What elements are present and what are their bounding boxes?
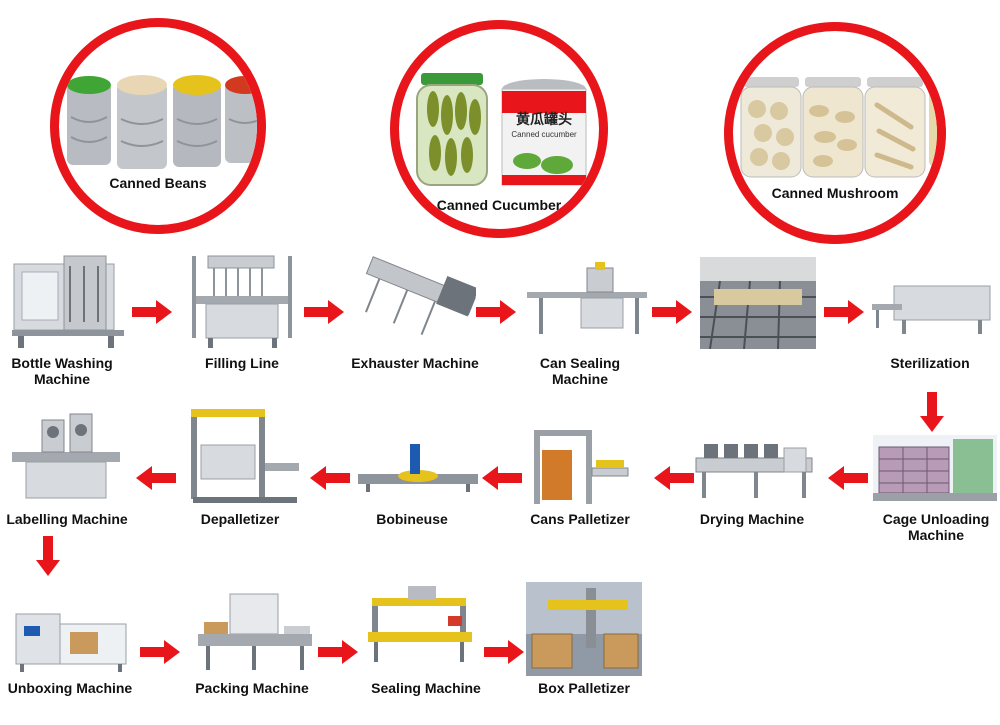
can-sealing-machine-image [527, 262, 647, 334]
sealing-machine-image [368, 586, 472, 662]
canned-beans-image [67, 75, 257, 169]
jar-sublabel-text: Canned cucumber [511, 130, 577, 139]
arrow-washing-to-filling [132, 300, 172, 324]
arrow-drying-to-cans-palletizer [654, 466, 694, 490]
canned-mushroom-image [740, 77, 937, 178]
step-label-unboxing: Unboxing Machine [7, 680, 133, 696]
step-label-cans-palletizer: Cans Palletizer [530, 511, 630, 527]
unboxing-machine-image [15, 613, 127, 672]
product-circle-cucumber: 黄瓜罐头 Canned cucumber Canned Cucumber [390, 20, 608, 238]
step-label-depalletizer: Depalletizer [200, 511, 280, 527]
step-label-labelling: Labelling Machine [6, 511, 128, 527]
arrow-photo-to-sterilization [824, 300, 864, 324]
step-label-bobineuse: Bobineuse [376, 511, 448, 527]
arrow-depalletizer-to-labelling [136, 466, 176, 490]
bottle-washing-machine-image [12, 255, 124, 348]
sterilization-cage-photo [700, 257, 816, 349]
step-label-filling-line: Filling Line [205, 355, 279, 371]
arrow-unboxing-to-packing [140, 640, 180, 664]
arrow-sealing-to-box-palletizer [484, 640, 524, 664]
box-palletizer-image [526, 582, 642, 676]
arrow-labelling-to-unboxing [36, 536, 60, 576]
step-label-sterilization: Sterilization [890, 355, 970, 371]
arrow-sterilization-to-cage [920, 392, 944, 432]
product-circle-mushroom: Canned Mushroom [724, 22, 946, 244]
canned-cucumber-image: 黄瓜罐头 Canned cucumber [416, 73, 587, 186]
product-label-cucumber: Canned Cucumber [436, 197, 562, 213]
cans-palletizer-image [534, 430, 629, 504]
packing-machine-image [198, 593, 312, 670]
labelling-machine-image [12, 413, 120, 499]
arrow-cage-to-drying [828, 466, 868, 490]
arrow-sealing-to-sterilization-photo [652, 300, 692, 324]
product-circle-beans: Canned Beans [50, 18, 266, 234]
bobineuse-image [358, 444, 478, 492]
step-label-sealing: Sealing Machine [371, 680, 481, 696]
arrow-bobineuse-to-depalletizer [310, 466, 350, 490]
step-label-drying: Drying Machine [699, 511, 805, 527]
product-label-mushroom: Canned Mushroom [771, 185, 899, 201]
depalletizer-image [191, 409, 299, 503]
drying-machine-image [695, 444, 813, 498]
arrow-cans-palletizer-to-bobineuse [482, 466, 522, 490]
step-label-box-palletizer: Box Palletizer [538, 680, 630, 696]
product-label-beans: Canned Beans [109, 175, 207, 191]
cage-unloading-machine-image [873, 435, 997, 501]
arrow-packing-to-sealing [318, 640, 358, 664]
exhauster-machine-image [365, 256, 476, 335]
jar-label-text: 黄瓜罐头 [516, 111, 572, 128]
filling-line-image [192, 255, 292, 348]
step-label-packing: Packing Machine [195, 680, 309, 696]
arrow-exhauster-to-sealing [476, 300, 516, 324]
arrow-filling-to-exhauster [304, 300, 344, 324]
step-label-exhauster: Exhauster Machine [351, 355, 479, 371]
sterilization-machine-image [872, 285, 991, 334]
